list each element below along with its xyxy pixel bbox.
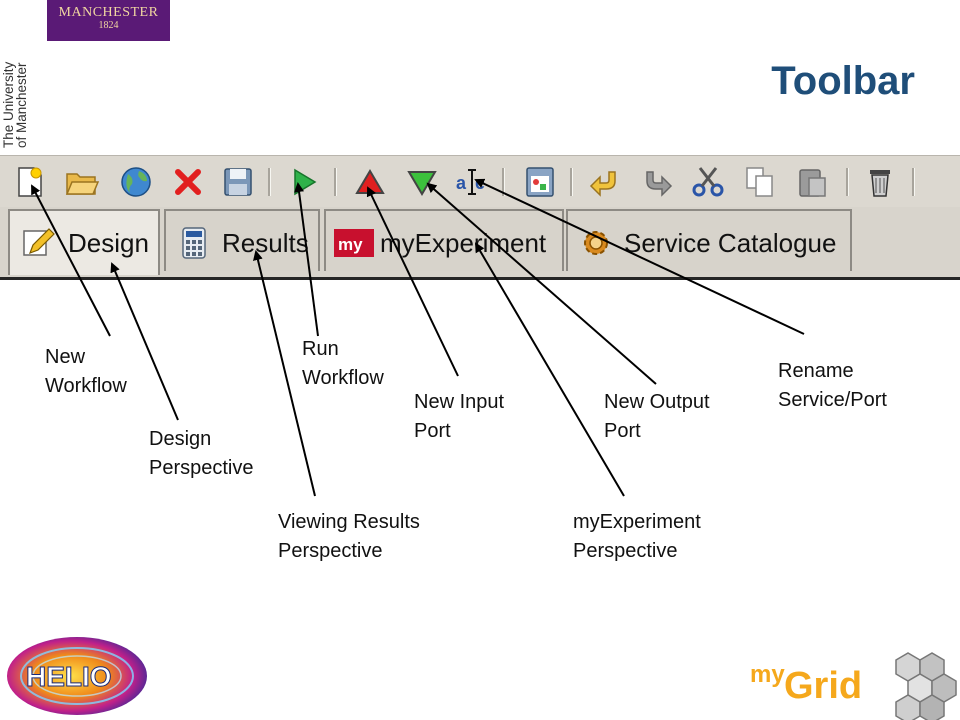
mygrid-prefix-text: my [750,661,785,688]
paste-button[interactable] [794,164,830,200]
callout-myexperiment: myExperiment Perspective [573,511,701,562]
university-line-2: of Manchester [14,62,29,148]
helio-logo-text: HELIO [26,661,112,692]
university-vertical-name: The University of Manchester [1,0,29,148]
toolbar-separator [268,168,271,196]
copy-button[interactable] [742,164,778,200]
redo-icon [646,171,673,197]
design-pencil-icon [20,225,56,261]
tab-myexperiment[interactable]: my myExperiment [324,209,564,271]
redo-button[interactable] [638,164,674,200]
toolbar: a e [0,155,960,208]
run-workflow-button[interactable] [286,164,322,200]
floppy-disk-icon [224,168,252,196]
callout-new-input-port: New Input Port [414,391,505,442]
tab-service-catalogue-label: Service Catalogue [624,228,837,258]
image-icon [526,167,554,197]
tab-myexperiment-label: myExperiment [380,228,547,258]
callout-new-output-port: New Output Port [604,391,710,442]
globe-icon [121,167,151,197]
trash-icon [870,170,890,197]
copy-icon [746,167,773,197]
perspective-tabs: Design Results my myExperiment Service C… [0,207,960,277]
rename-text-icon: a e [456,169,485,195]
svg-text:a: a [456,173,467,193]
university-year: 1824 [98,20,119,31]
toolbar-separator [570,168,573,196]
cut-button[interactable] [690,164,726,200]
new-document-icon [18,167,42,197]
folder-open-icon [65,173,100,195]
open-location-button[interactable] [118,164,154,200]
toolbar-separator [912,168,915,196]
svg-text:e: e [475,173,485,193]
toolbar-separator [334,168,337,196]
myexperiment-badge-text: my [338,235,363,254]
undo-button[interactable] [588,164,624,200]
toolbar-separator [502,168,505,196]
callout-run-workflow: Run Workflow [302,338,384,389]
slide-title: Toolbar [771,59,915,103]
university-wordmark: MANCHESTER [58,5,159,20]
tab-design-label: Design [68,228,149,258]
close-icon [175,169,201,195]
gear-icon [578,225,614,261]
taverna-ui-screenshot: a e [0,155,960,290]
open-workflow-button[interactable] [64,164,100,200]
mygrid-logo: my Grid [750,652,957,720]
helio-logo: HELIO [7,637,147,715]
workspace-edge [0,277,960,290]
mygrid-word-text: Grid [784,665,862,707]
callout-design-perspective: Design Perspective [149,428,254,479]
save-image-button[interactable] [522,164,558,200]
callout-new-workflow: New Workflow [45,346,127,397]
university-logo: MANCHESTER 1824 [47,0,170,41]
callout-rename: Rename Service/Port [778,360,887,411]
tab-results[interactable]: Results [164,209,320,271]
close-workflow-button[interactable] [170,164,206,200]
new-workflow-button[interactable] [12,164,48,200]
triangle-down-icon [407,171,437,196]
rename-button[interactable]: a e [454,164,490,200]
undo-icon [589,171,616,197]
paste-icon [799,169,826,197]
tab-results-label: Results [222,228,309,258]
myexperiment-logo-icon: my [334,225,374,261]
calculator-icon [176,225,212,261]
play-icon [294,168,317,196]
toolbar-separator [846,168,849,196]
tab-design[interactable]: Design [8,209,160,275]
callout-viewing-results: Viewing Results Perspective [278,511,420,562]
save-workflow-button[interactable] [220,164,256,200]
tab-service-catalogue[interactable]: Service Catalogue [566,209,852,271]
triangle-up-icon [355,169,385,194]
new-output-port-button[interactable] [404,164,440,200]
new-input-port-button[interactable] [352,164,388,200]
scissors-icon [692,167,724,197]
delete-button[interactable] [862,164,898,200]
